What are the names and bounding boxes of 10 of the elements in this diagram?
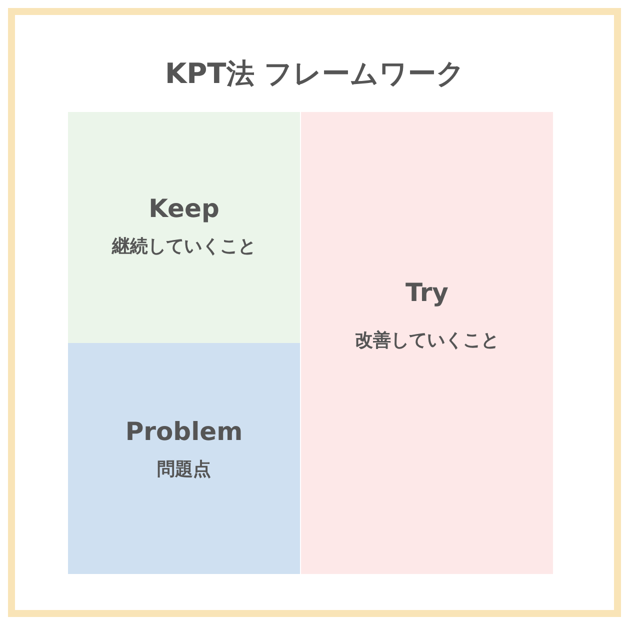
category-panel [301,112,553,574]
category-panel [68,112,300,343]
diagram-title: KPT法 フレームワーク [164,56,466,92]
panel-description: 継続していくこと [112,236,256,258]
panel-description: 改善していくこと [355,330,499,352]
panel-description: 問題点 [157,459,211,481]
category-panel [68,343,300,574]
panel-heading: Problem [125,417,243,447]
panel-heading: Keep [148,194,220,224]
panel-heading: Try [406,278,448,308]
